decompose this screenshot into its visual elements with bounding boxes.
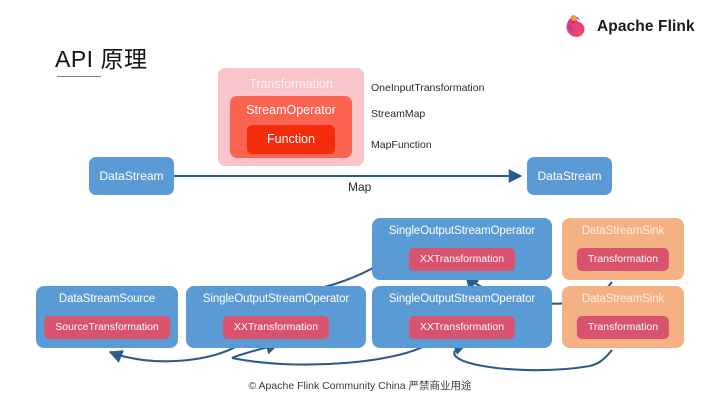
edge-label-map: Map — [348, 180, 372, 194]
graph-node-title: DataStreamSink — [581, 225, 665, 237]
graph-node-chip: XXTransformation — [408, 316, 516, 339]
graph-node-datastream-source[interactable]: DataStreamSource SourceTransformation — [36, 286, 178, 348]
node-transformation-label: Transformation — [249, 77, 333, 91]
graph-node-title: DataStreamSink — [581, 293, 665, 305]
graph-node-chip: SourceTransformation — [44, 316, 170, 339]
node-function-label: Function — [267, 132, 315, 146]
graph-node-sink-upper[interactable]: DataStreamSink Transformation — [562, 218, 684, 280]
graph-node-operator-2[interactable]: SingleOutputStreamOperator XXTransformat… — [372, 286, 552, 348]
graph-node-operator-1[interactable]: SingleOutputStreamOperator XXTransformat… — [186, 286, 366, 348]
node-datastream-right-label: DataStream — [537, 169, 602, 183]
node-datastream-right[interactable]: DataStream — [527, 157, 612, 195]
graph-node-chip: XXTransformation — [408, 248, 516, 271]
brand-name: Apache Flink — [597, 18, 695, 35]
title-underline-rule — [57, 76, 101, 77]
flink-squirrel-logo-icon — [566, 15, 585, 37]
annotation-stream-map: StreamMap — [371, 108, 426, 120]
node-datastream-left-label: DataStream — [99, 169, 164, 183]
node-function[interactable]: Function — [247, 125, 335, 154]
node-datastream-left[interactable]: DataStream — [89, 157, 174, 195]
node-stream-operator-label: StreamOperator — [246, 103, 336, 117]
annotation-one-input-transformation: OneInputTransformation — [371, 82, 485, 94]
edge-sink-lower-down — [589, 349, 613, 368]
page-title: API 原理 — [55, 46, 148, 72]
graph-node-chip: Transformation — [576, 248, 670, 271]
graph-node-title: SingleOutputStreamOperator — [202, 293, 350, 305]
graph-node-title: DataStreamSource — [58, 293, 156, 305]
graph-node-operator-upper[interactable]: SingleOutputStreamOperator XXTransformat… — [372, 218, 552, 280]
graph-node-title: SingleOutputStreamOperator — [388, 225, 536, 237]
brand-logo-group: Apache Flink — [560, 12, 695, 42]
graph-node-chip: XXTransformation — [222, 316, 330, 339]
graph-node-title: SingleOutputStreamOperator — [388, 293, 536, 305]
annotation-map-function: MapFunction — [371, 139, 432, 151]
graph-node-chip: Transformation — [576, 316, 670, 339]
graph-node-sink-lower[interactable]: DataStreamSink Transformation — [562, 286, 684, 348]
footer-copyright: © Apache Flink Community China 严禁商业用途 — [248, 380, 472, 392]
